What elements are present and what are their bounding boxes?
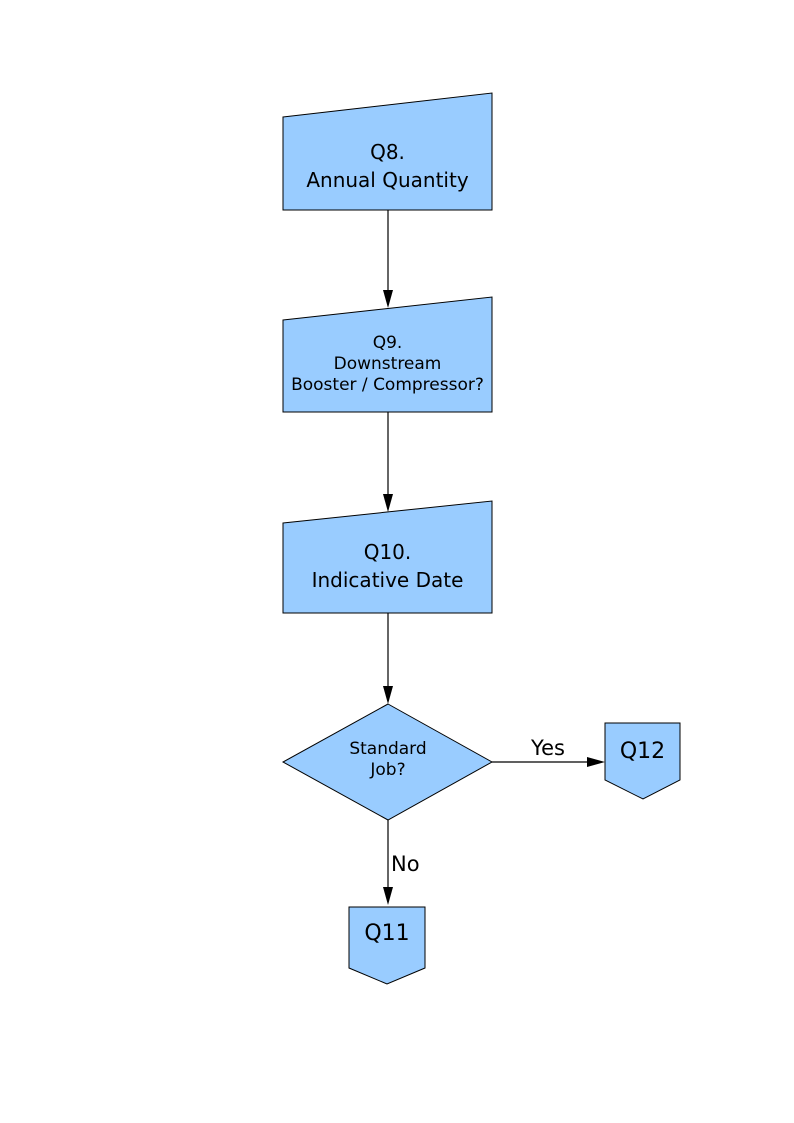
arrow-q10-to-decision-head bbox=[383, 686, 393, 704]
arrow-q9-to-q10-head bbox=[383, 494, 393, 512]
q12-connector-shape bbox=[604, 722, 681, 800]
q9-node-label: Q9. Downstream Booster / Compressor? bbox=[283, 333, 492, 396]
decision-node-label: Standard Job? bbox=[284, 739, 492, 781]
q8-line-2: Annual Quantity bbox=[306, 168, 469, 192]
q11-connector-shape bbox=[348, 906, 426, 985]
q10-line-1: Q10. bbox=[363, 540, 412, 564]
q9-line-2: Downstream bbox=[333, 354, 442, 374]
q11-connector-label: Q11 bbox=[364, 921, 410, 946]
arrow-no-head bbox=[383, 887, 393, 905]
q8-node-shape bbox=[282, 92, 493, 211]
q10-line-2: Indicative Date bbox=[311, 568, 464, 592]
q10-node-shape bbox=[282, 500, 493, 614]
no-edge-label: No bbox=[391, 852, 420, 876]
q8-line-1: Q8. bbox=[370, 140, 405, 164]
decision-line-2: Job? bbox=[370, 760, 406, 780]
q12-connector-label: Q12 bbox=[619, 739, 666, 764]
q9-line-3: Booster / Compressor? bbox=[291, 375, 484, 395]
decision-line-1: Standard bbox=[349, 739, 427, 759]
arrow-q8-to-q9-head bbox=[383, 290, 393, 308]
q9-node-shape bbox=[282, 296, 493, 413]
yes-edge-label: Yes bbox=[531, 736, 565, 760]
q8-node-label: Q8. Annual Quantity bbox=[283, 138, 492, 194]
q10-node-label: Q10. Indicative Date bbox=[283, 538, 492, 594]
q9-line-1: Q9. bbox=[372, 333, 403, 353]
arrow-yes-head bbox=[587, 757, 605, 767]
